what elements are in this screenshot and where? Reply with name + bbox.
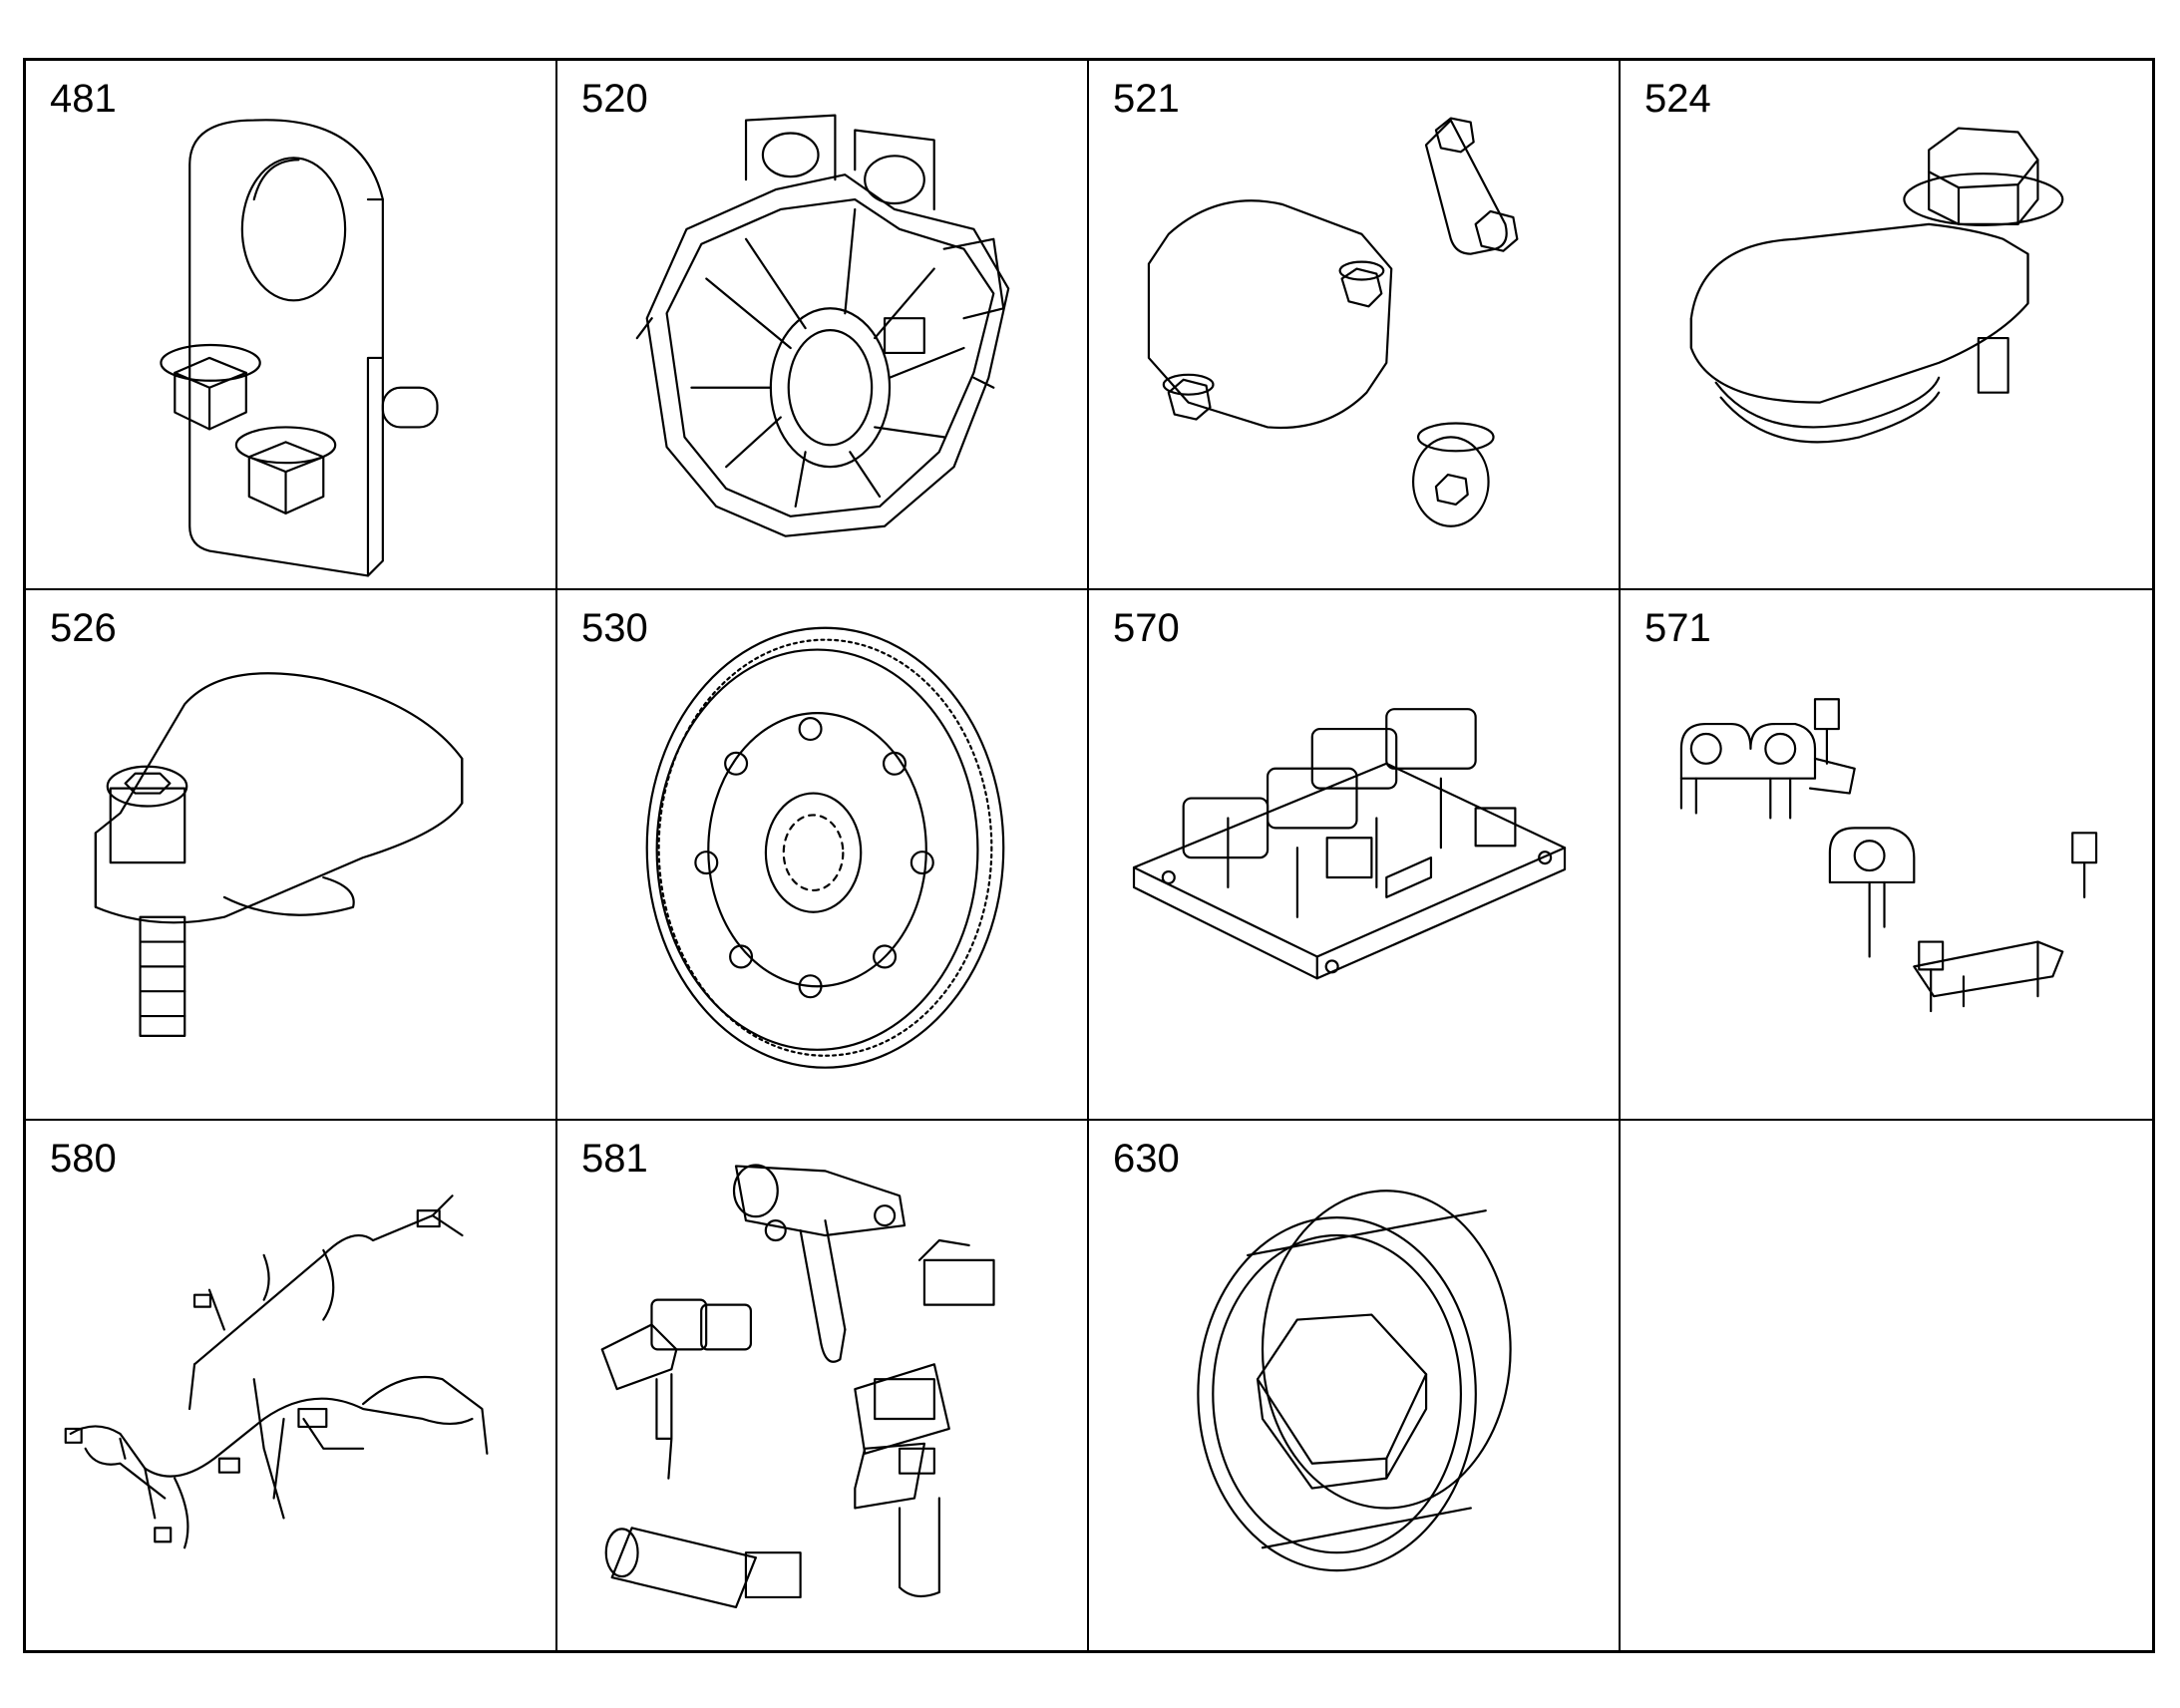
parts-grid: 481 520 (23, 58, 2155, 1653)
part-cell[interactable]: 524 (1621, 61, 2152, 591)
part-cell[interactable]: 481 (26, 61, 557, 591)
part-number: 524 (1644, 77, 1711, 121)
part-cell[interactable]: 521 (1089, 61, 1621, 591)
eccentric-cover-icon (94, 672, 464, 1038)
cam-plug-cover-icon (1689, 127, 2064, 444)
cover-plate-kit-icon (1147, 117, 1519, 527)
part-number: 581 (581, 1136, 648, 1181)
part-cell[interactable]: 570 (1089, 590, 1621, 1121)
part-number: 570 (1113, 606, 1180, 651)
part-number: 580 (50, 1136, 117, 1181)
clamp-kit-icon (1679, 698, 2098, 1013)
part-cell[interactable]: 580 (26, 1120, 557, 1650)
part-number: 481 (50, 77, 117, 121)
hex-plug-icon (1197, 1189, 1512, 1571)
part-cell[interactable]: 520 (557, 61, 1089, 591)
part-cell[interactable]: 571 (1621, 590, 2152, 1121)
flywheel-icon (645, 626, 1005, 1070)
part-number: 521 (1113, 77, 1180, 121)
part-cell[interactable]: 630 (1089, 1120, 1621, 1650)
part-number: 571 (1644, 606, 1711, 651)
part-cell[interactable]: 581 (557, 1120, 1089, 1650)
part-number: 630 (1113, 1136, 1180, 1181)
part-number: 520 (581, 77, 648, 121)
sensor-kit-icon (600, 1163, 995, 1608)
wiring-harness-icon (64, 1194, 489, 1548)
empty-cell (1621, 1121, 2152, 1650)
mounting-bracket-icon (160, 119, 439, 577)
part-cell[interactable]: 526 (26, 590, 557, 1121)
part-number: 530 (581, 606, 648, 651)
control-module-icon (1132, 708, 1567, 980)
part-number: 526 (50, 606, 117, 651)
part-cell[interactable]: 530 (557, 590, 1089, 1121)
flywheel-housing-icon (635, 114, 1010, 537)
